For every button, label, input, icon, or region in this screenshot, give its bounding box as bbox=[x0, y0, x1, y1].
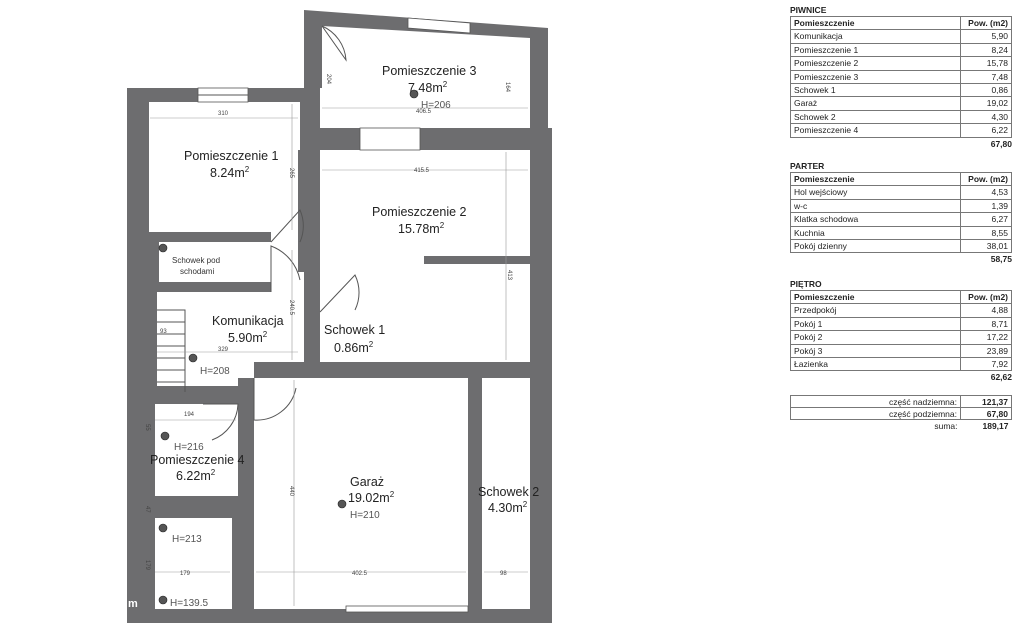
room-labels: Pomieszczenie 3 7.48m2 H=206 Pomieszczen… bbox=[150, 64, 539, 609]
dim-label: 194 bbox=[184, 412, 195, 418]
table-total: 62,62 bbox=[990, 372, 1012, 383]
column-header: Pomieszczenie bbox=[790, 15, 961, 31]
column-header: Pow. (m2) bbox=[960, 289, 1012, 305]
dim-label: 204 bbox=[325, 74, 331, 85]
room-name: Komunikacja bbox=[212, 314, 284, 328]
room-name: Pomieszczenie 2 bbox=[372, 205, 467, 219]
dim-label: 93 bbox=[160, 329, 167, 335]
dim-label: 55 bbox=[144, 424, 150, 431]
room-name: Pomieszczenie 3 bbox=[382, 64, 477, 78]
room-area: 7.48m2 bbox=[408, 80, 448, 95]
dim-label: 329 bbox=[218, 347, 229, 353]
walls bbox=[127, 10, 552, 623]
dim-label: 47 bbox=[144, 506, 150, 513]
room-name: Schowek 2 bbox=[478, 485, 539, 499]
room-area: 6.22m2 bbox=[176, 468, 216, 483]
room-area: 4.30m2 bbox=[488, 500, 528, 515]
column-header: Pow. (m2) bbox=[960, 171, 1012, 187]
height-markers bbox=[158, 89, 419, 605]
room-height: H=208 bbox=[200, 366, 230, 377]
room-height: H=210 bbox=[350, 510, 380, 521]
column-header: Pomieszczenie bbox=[790, 171, 961, 187]
dimension-labels: 310 406.5 415.5 413 265 240.5 93 329 194… bbox=[144, 74, 512, 577]
dim-label: 179 bbox=[144, 560, 150, 571]
column-header: Pow. (m2) bbox=[960, 15, 1012, 31]
dim-label: 164 bbox=[504, 82, 510, 93]
dim-label: 240.5 bbox=[288, 300, 294, 316]
dim-label: 265 bbox=[288, 168, 294, 179]
dim-label: 179 bbox=[180, 571, 191, 577]
table-total: 67,80 bbox=[990, 138, 1012, 149]
table-title: PIWNICE bbox=[790, 5, 827, 15]
room-height: H=213 bbox=[172, 534, 202, 545]
stairs bbox=[157, 309, 186, 392]
room-height: H=216 bbox=[174, 442, 204, 453]
room-area: 15.78m2 bbox=[398, 221, 445, 236]
summary-row: część nadziemna:121,37 bbox=[790, 394, 1012, 409]
table-title: PIĘTRO bbox=[790, 279, 822, 289]
watermark-logo: m bbox=[128, 598, 138, 610]
room-name: Schowek pod bbox=[172, 256, 220, 265]
column-header: Pomieszczenie bbox=[790, 289, 961, 305]
room-name: Garaż bbox=[350, 475, 384, 489]
summary-row: część podziemna:67,80 bbox=[790, 407, 1012, 421]
room-area: 5.90m2 bbox=[228, 330, 268, 345]
summary-row: suma:189,17 bbox=[934, 420, 1009, 431]
dim-label: 402.5 bbox=[352, 571, 368, 577]
dim-label: 413 bbox=[506, 270, 512, 281]
table-title: PARTER bbox=[790, 161, 825, 171]
table-total: 58,75 bbox=[990, 254, 1012, 265]
room-height: H=206 bbox=[421, 100, 451, 111]
room-name: Pomieszczenie 1 bbox=[184, 149, 279, 163]
dimension-lines bbox=[150, 104, 528, 606]
dim-label: 310 bbox=[218, 111, 229, 117]
dim-label: 415.5 bbox=[414, 168, 430, 174]
dim-label: 406.5 bbox=[416, 109, 432, 115]
room-height: H=139.5 bbox=[170, 598, 209, 609]
room-area: 8.24m2 bbox=[210, 165, 250, 180]
windows bbox=[197, 17, 471, 613]
area-summary: część nadziemna:121,37 część podziemna:6… bbox=[790, 394, 1012, 432]
room-name: Schowek 1 bbox=[324, 323, 385, 337]
room-name: schodami bbox=[180, 267, 214, 276]
room-name: Pomieszczenie 4 bbox=[150, 453, 245, 467]
room-area: 0.86m2 bbox=[334, 340, 374, 355]
dim-label: 98 bbox=[500, 571, 507, 577]
room-area: 19.02m2 bbox=[348, 490, 395, 505]
dim-label: 440 bbox=[288, 486, 294, 497]
